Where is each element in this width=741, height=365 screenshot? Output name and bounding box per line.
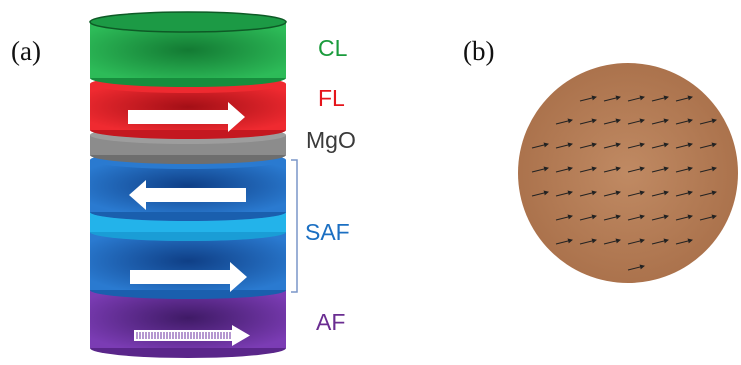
magnetization-arrow	[555, 142, 573, 149]
magnetization-arrow	[675, 238, 693, 245]
magnetization-arrow	[579, 238, 597, 245]
disk-arrow-field	[531, 95, 717, 271]
magnetization-arrow	[579, 214, 597, 221]
panel-a-label: (a)	[11, 36, 41, 66]
magnetization-arrow	[555, 238, 573, 245]
cl-layer	[89, 11, 287, 87]
magnetization-arrow	[603, 238, 621, 245]
magnetization-arrow	[603, 118, 621, 125]
magnetization-arrow	[531, 166, 549, 173]
magnetization-arrow	[627, 238, 645, 245]
magnetization-arrow	[699, 166, 717, 173]
af-label: AF	[316, 309, 345, 335]
magnetization-arrow	[651, 166, 669, 173]
magnetization-arrow	[627, 142, 645, 149]
magnetization-arrow	[579, 166, 597, 173]
magnetization-arrow	[675, 118, 693, 125]
magnetization-arrow	[603, 214, 621, 221]
magnetization-arrow	[675, 214, 693, 221]
magnetization-arrow	[627, 214, 645, 221]
magnetization-arrow	[651, 214, 669, 221]
magnetization-arrow	[579, 95, 597, 102]
saf-lower-arrow	[130, 262, 247, 292]
magnetization-arrow	[531, 190, 549, 197]
mgo-label: MgO	[306, 127, 356, 153]
fl-label: FL	[318, 85, 345, 111]
magnetization-arrow	[603, 142, 621, 149]
panel-b-label: (b)	[463, 36, 494, 66]
magnetization-arrow	[651, 118, 669, 125]
magnetization-arrow	[699, 214, 717, 221]
magnetization-arrow	[675, 95, 693, 102]
magnetization-arrow	[579, 118, 597, 125]
magnetization-arrow	[699, 142, 717, 149]
magnetization-arrow	[555, 190, 573, 197]
magnetization-arrow	[603, 95, 621, 102]
magnetization-arrow	[627, 264, 645, 271]
magnetization-arrow	[651, 238, 669, 245]
magnetization-arrow	[555, 214, 573, 221]
magnetization-arrow	[675, 166, 693, 173]
magnetization-arrow	[579, 142, 597, 149]
magnetization-arrow	[651, 95, 669, 102]
magnetization-arrow	[531, 142, 549, 149]
magnetization-arrow	[627, 118, 645, 125]
magnetization-arrow	[699, 118, 717, 125]
magnetization-arrow	[651, 190, 669, 197]
layer-stack	[89, 11, 287, 358]
magnetization-arrow	[627, 95, 645, 102]
magnetization-arrow	[555, 166, 573, 173]
magnetization-arrow	[675, 190, 693, 197]
af-hatched-arrow	[134, 325, 250, 346]
saf-bracket	[291, 159, 298, 293]
magnetization-arrow	[627, 190, 645, 197]
fl-arrow	[128, 102, 245, 132]
magnetization-arrow	[603, 190, 621, 197]
magnetization-arrow	[579, 190, 597, 197]
magnetization-arrow	[627, 166, 645, 173]
magnetization-arrow	[699, 190, 717, 197]
cl-label: CL	[318, 35, 348, 61]
magnetization-arrow	[555, 118, 573, 125]
magnetization-disk	[518, 63, 738, 283]
magnetization-arrow	[675, 142, 693, 149]
magnetization-arrow	[603, 166, 621, 173]
saf-label: SAF	[305, 219, 350, 245]
saf-upper-arrow	[129, 180, 246, 210]
magnetization-arrow	[651, 142, 669, 149]
